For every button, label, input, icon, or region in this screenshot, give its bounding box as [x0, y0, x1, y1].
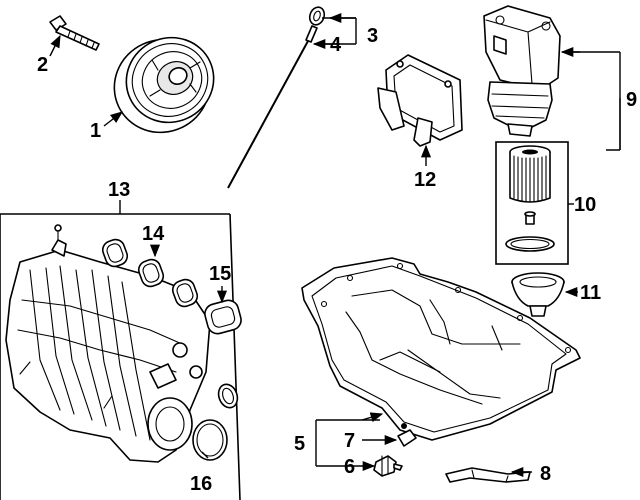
crankshaft-pulley-part [113, 36, 215, 134]
manifold-gasket-part [204, 299, 242, 409]
callout-8: 8 [540, 463, 551, 485]
oil-pan-part [301, 257, 581, 441]
callout-5: 5 [294, 433, 305, 455]
bolt-part [49, 15, 100, 51]
callout-6: 6 [344, 456, 355, 478]
callout-12: 12 [414, 169, 436, 191]
callout-10: 10 [574, 194, 596, 216]
callout-4: 4 [330, 34, 342, 56]
callout-7: 7 [344, 430, 355, 452]
manifold-port-gaskets-part [101, 238, 199, 308]
callout-11: 11 [580, 282, 601, 304]
filter-kit-frame [495, 141, 569, 265]
callout-13: 13 [108, 179, 130, 201]
callout-15: 15 [209, 263, 231, 285]
callout-14: 14 [142, 223, 165, 245]
callout-2: 2 [37, 54, 48, 76]
callout-9: 9 [626, 89, 637, 111]
throttle-body-seal-part [192, 419, 228, 461]
oil-cooler-part [377, 54, 463, 147]
callout-16: 16 [190, 473, 212, 495]
drain-plug-gasket-part [397, 423, 417, 447]
drain-plug-part [373, 455, 403, 477]
oil-strainer-part [445, 467, 531, 483]
oil-filter-element-part [505, 145, 555, 252]
callout-1: 1 [90, 120, 101, 142]
callout-3: 3 [367, 25, 378, 47]
oil-filter-cap-part [511, 272, 565, 317]
intake-manifold-part [5, 224, 211, 463]
leader-lines [49, 12, 621, 478]
intake-manifold-frame [0, 213, 241, 500]
dipstick-part [227, 6, 326, 189]
oil-filter-housing-part [483, 5, 561, 137]
